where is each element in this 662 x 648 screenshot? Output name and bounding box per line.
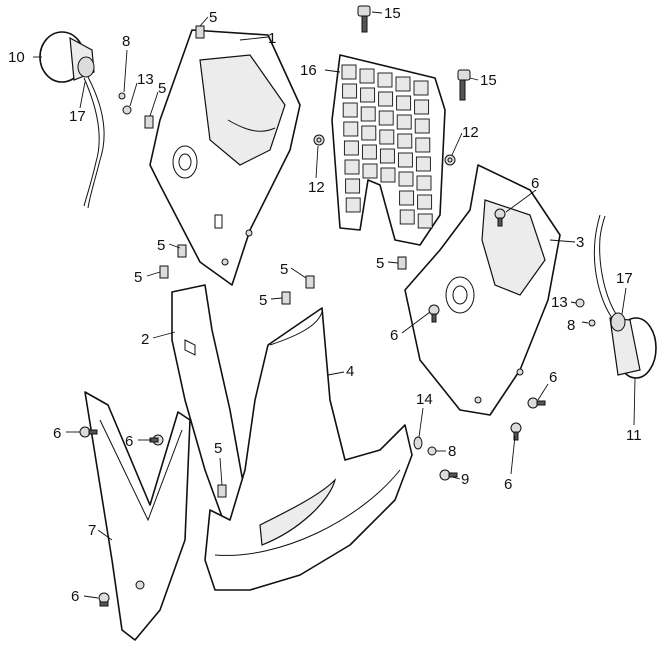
left-turn-signal-lamp <box>39 31 105 209</box>
grille-cell <box>417 194 433 210</box>
callout-8: 8 <box>448 443 456 460</box>
grille-cell <box>399 209 415 225</box>
callout-11: 11 <box>626 427 642 444</box>
callout-labels: 10 8 13 17 5 5 1 15 16 15 12 12 6 3 5 5 … <box>8 5 642 605</box>
grille-cell <box>398 171 414 187</box>
callout-4: 4 <box>346 363 354 380</box>
grille-cell <box>359 68 375 84</box>
grille-cell <box>344 159 360 175</box>
grille-cell <box>379 129 395 145</box>
grille-cell <box>396 114 412 130</box>
callout-15: 15 <box>480 72 497 89</box>
callout-6: 6 <box>71 588 79 605</box>
grille-cell <box>361 144 377 160</box>
grille-cell <box>395 76 411 92</box>
right-turn-signal-lamp <box>593 214 657 379</box>
upper-inner-cover-left <box>149 29 301 286</box>
grille-cell <box>345 178 361 194</box>
grille-cell <box>361 125 377 141</box>
callout-10: 10 <box>8 49 25 66</box>
grille-cell <box>399 190 415 206</box>
grille-cell <box>396 95 412 111</box>
callout-17: 17 <box>69 108 86 125</box>
callout-12: 12 <box>462 124 479 141</box>
small-hardware-group <box>118 92 596 481</box>
callout-1: 1 <box>268 30 276 47</box>
callout-5: 5 <box>259 292 267 309</box>
callout-16: 16 <box>300 62 317 79</box>
callout-6: 6 <box>125 433 133 450</box>
callout-9: 9 <box>461 471 469 488</box>
side-fairing-strip <box>84 391 191 641</box>
grille-cell <box>360 106 376 122</box>
callout-8: 8 <box>122 33 130 50</box>
callout-6: 6 <box>549 369 557 386</box>
callout-3: 3 <box>576 234 584 251</box>
grille-cell <box>345 197 361 213</box>
grille-cell <box>379 148 395 164</box>
main-lower-cowl <box>204 307 413 591</box>
radiator-grille <box>331 54 446 246</box>
grille-cell <box>413 80 429 96</box>
grille-cell <box>414 99 430 115</box>
callout-15: 15 <box>384 5 401 22</box>
callout-5: 5 <box>280 261 288 278</box>
callout-5: 5 <box>376 255 384 272</box>
callout-13: 13 <box>551 294 568 311</box>
callout-6: 6 <box>390 327 398 344</box>
grille-cell <box>343 140 359 156</box>
callout-5: 5 <box>157 237 165 254</box>
grille-cell <box>378 110 394 126</box>
grille-cell <box>343 121 359 137</box>
bolt-15-top <box>357 5 371 33</box>
grille-cell <box>397 133 413 149</box>
grille-cell <box>362 163 378 179</box>
callout-12: 12 <box>308 179 325 196</box>
callout-8: 8 <box>567 317 575 334</box>
grille-mesh <box>341 64 433 229</box>
grille-cell <box>416 175 432 191</box>
callout-5: 5 <box>158 80 166 97</box>
grille-cell <box>342 83 358 99</box>
grille-cell <box>378 91 394 107</box>
callout-7: 7 <box>88 522 96 539</box>
grille-cell <box>377 72 393 88</box>
grille-cell <box>414 118 430 134</box>
grille-cell <box>415 156 431 172</box>
callout-6: 6 <box>504 476 512 493</box>
leader-lines <box>33 11 636 599</box>
grille-cell <box>360 87 376 103</box>
callout-5: 5 <box>134 269 142 286</box>
grille-cell <box>415 137 431 153</box>
grille-cell <box>342 102 358 118</box>
callout-2: 2 <box>141 331 149 348</box>
callout-5: 5 <box>209 9 217 26</box>
callout-6: 6 <box>531 175 539 192</box>
grille-cell <box>341 64 357 80</box>
callout-17: 17 <box>616 270 633 287</box>
grille-cell <box>397 152 413 168</box>
callout-6: 6 <box>53 425 61 442</box>
callout-5: 5 <box>214 440 222 457</box>
bolt-15-right <box>457 69 471 101</box>
grille-cell <box>417 213 433 229</box>
callout-14: 14 <box>416 391 433 408</box>
grille-cell <box>380 167 396 183</box>
callout-13: 13 <box>137 71 154 88</box>
screw-6-group <box>79 208 546 607</box>
